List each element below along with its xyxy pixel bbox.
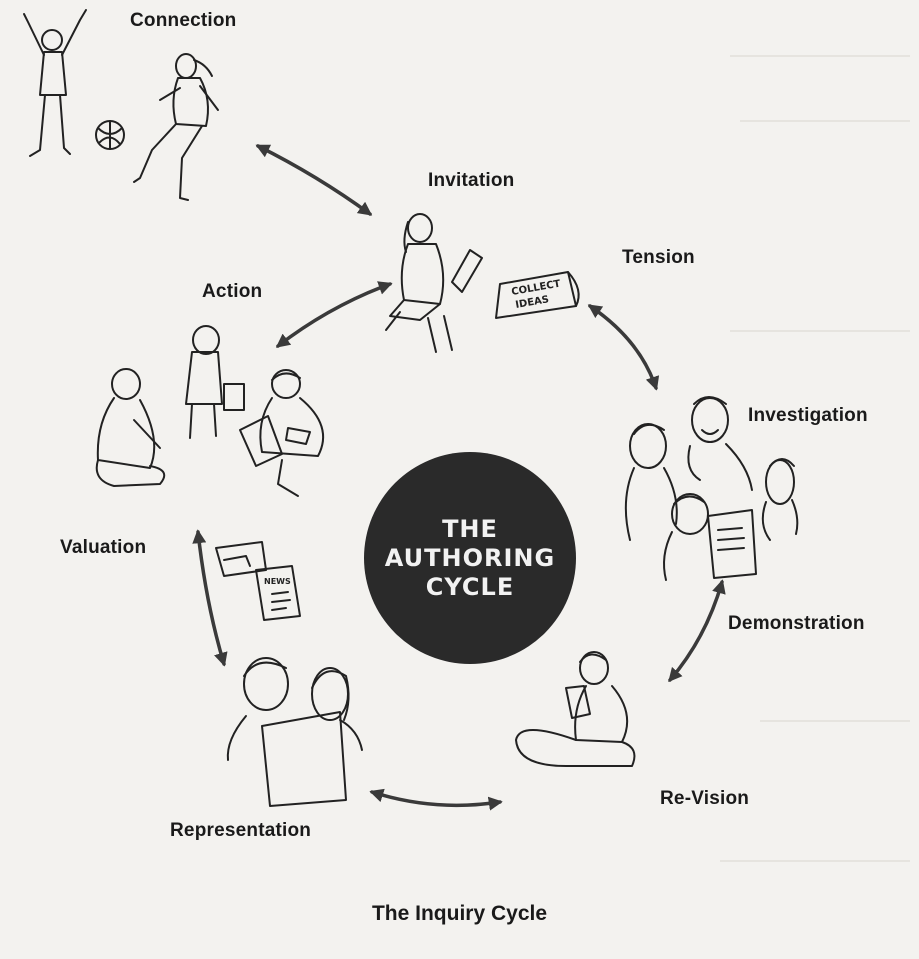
arrow-connection-invitation	[255, 144, 373, 216]
arrow-invitation-action	[275, 281, 393, 348]
connection-illustration	[23, 9, 219, 201]
arrow-valuation-representation	[192, 529, 228, 667]
revision-illustration	[515, 651, 636, 767]
center-line-2: AUTHORING	[384, 543, 556, 572]
arrow-tension-investigation	[587, 304, 660, 391]
sign-news-text: NEWS	[264, 577, 291, 586]
stage-label-revision: Re-Vision	[660, 788, 750, 809]
action-illustration	[95, 325, 325, 497]
page-bleed-lines	[560, 0, 919, 959]
stage-label-action: Action	[202, 281, 263, 302]
investigation-illustration	[624, 396, 799, 581]
stage-label-connection: Connection	[130, 10, 237, 31]
authoring-cycle-center: THE AUTHORING CYCLE	[364, 452, 576, 664]
invitation-illustration	[385, 213, 483, 353]
stage-label-tension: Tension	[622, 247, 695, 268]
stage-label-demonstration: Demonstration	[728, 613, 865, 634]
valuation-illustration: NEWS	[215, 541, 301, 621]
stage-label-valuation: Valuation	[60, 537, 147, 558]
arrow-representation-revision	[369, 788, 503, 811]
representation-illustration	[226, 657, 363, 807]
arrow-demonstration-revision	[668, 579, 726, 683]
sign-ideas-text: IDEAS	[515, 294, 550, 311]
stage-label-investigation: Investigation	[748, 405, 868, 426]
stage-label-representation: Representation	[170, 820, 312, 841]
stage-label-invitation: Invitation	[428, 170, 515, 191]
tension-illustration: COLLECT IDEAS	[495, 271, 580, 319]
center-line-1: THE	[442, 514, 498, 543]
cycle-arrows	[192, 144, 726, 811]
center-line-3: CYCLE	[425, 572, 515, 601]
figure-caption: The Inquiry Cycle	[371, 902, 548, 925]
